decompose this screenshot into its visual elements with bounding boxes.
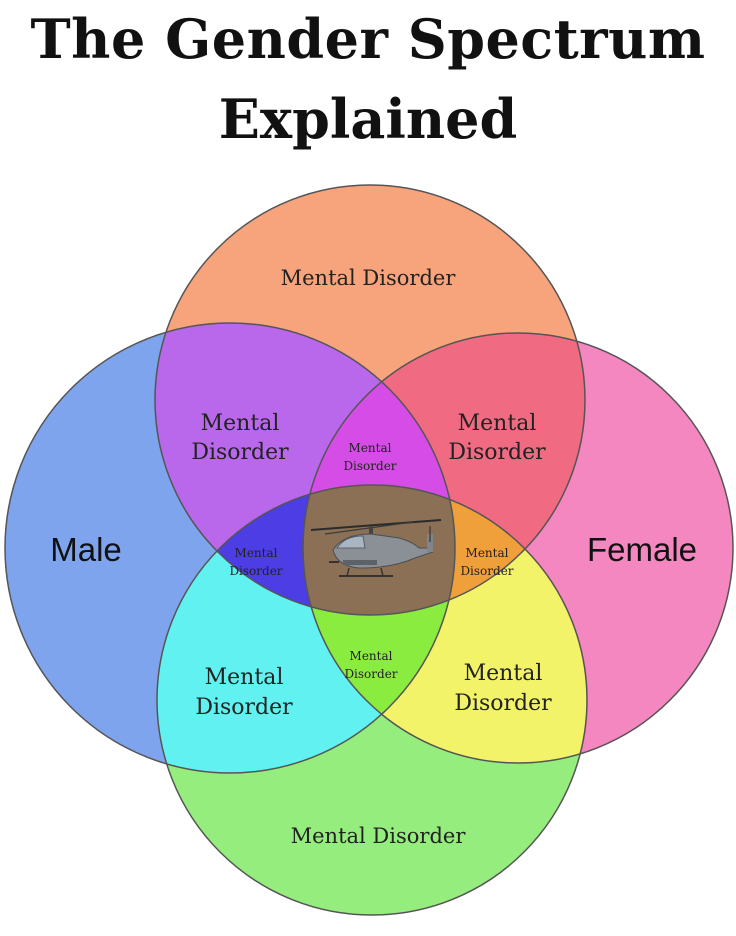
svg-text:Disorder: Disorder <box>448 440 546 465</box>
svg-text:Mental: Mental <box>464 661 543 686</box>
circle-outlines <box>4 184 734 916</box>
label-bottom-right: Mental Disorder <box>454 661 552 716</box>
svg-text:Disorder: Disorder <box>229 564 282 578</box>
label-inner-bottom: Mental Disorder <box>344 649 397 681</box>
svg-text:Mental: Mental <box>205 665 284 690</box>
svg-text:Disorder: Disorder <box>454 691 552 716</box>
svg-text:Mental: Mental <box>350 649 393 663</box>
svg-text:Mental: Mental <box>349 441 392 455</box>
svg-text:Disorder: Disorder <box>460 564 513 578</box>
label-top-right: Mental Disorder <box>448 411 546 465</box>
svg-text:Mental: Mental <box>201 411 280 436</box>
svg-text:Disorder: Disorder <box>191 440 289 465</box>
svg-text:Disorder: Disorder <box>344 667 397 681</box>
label-top: Mental Disorder <box>281 266 457 290</box>
svg-text:Mental: Mental <box>466 546 509 560</box>
svg-text:Mental: Mental <box>235 546 278 560</box>
label-inner-left: Mental Disorder <box>229 546 282 578</box>
label-female: Female <box>587 531 697 568</box>
svg-text:Disorder: Disorder <box>343 459 396 473</box>
svg-text:Mental: Mental <box>458 411 537 436</box>
attack-helicopter-icon <box>310 519 442 577</box>
label-bottom-left: Mental Disorder <box>195 665 293 720</box>
label-male: Male <box>50 531 122 568</box>
label-bottom: Mental Disorder <box>291 824 467 848</box>
label-inner-top: Mental Disorder <box>343 441 396 473</box>
title-line-2: Explained <box>218 87 518 151</box>
label-inner-right: Mental Disorder <box>460 546 513 578</box>
title-line-1: The Gender Spectrum <box>30 7 706 71</box>
label-top-left: Mental Disorder <box>191 411 289 465</box>
svg-text:Disorder: Disorder <box>195 695 293 720</box>
